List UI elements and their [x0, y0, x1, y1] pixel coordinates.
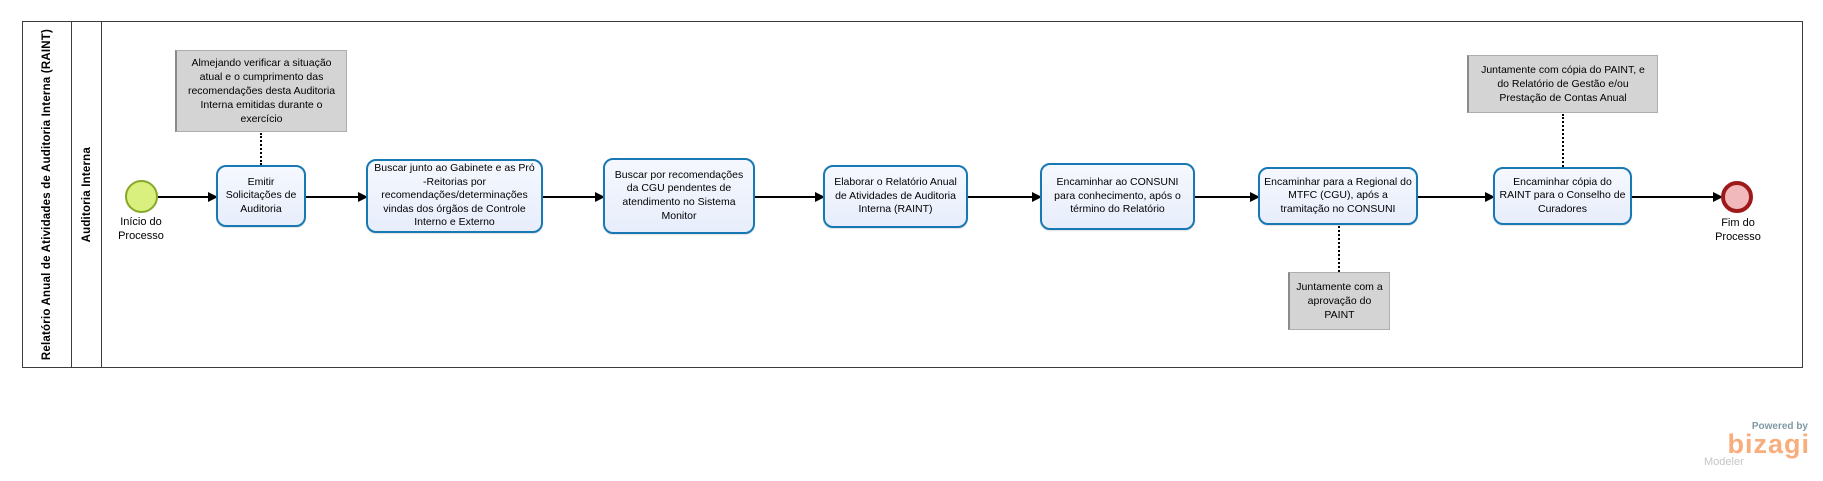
pool-title: Relatório Anual de Atividades de Auditor… — [41, 28, 53, 361]
annotation-text: Juntamente com a aprovação do PAINT — [1296, 280, 1383, 322]
sequence-flow — [543, 192, 605, 202]
powered-by-text: Powered by — [1751, 421, 1808, 432]
arrowhead-icon — [1032, 192, 1042, 202]
arrowhead-icon — [595, 192, 605, 202]
arrowhead-icon — [208, 192, 218, 202]
task-elaborar-raint[interactable]: Elaborar o Relatório Anual de Atividades… — [823, 165, 968, 228]
sequence-flow — [1632, 192, 1723, 202]
task-buscar-cgu[interactable]: Buscar por recomendações da CGU pendente… — [603, 158, 755, 234]
sequence-flow — [1418, 192, 1495, 202]
task-encaminhar-copia-raint[interactable]: Encaminhar cópia do RAINT para o Conselh… — [1493, 167, 1632, 225]
arrowhead-icon — [358, 192, 368, 202]
sequence-flow — [306, 192, 368, 202]
task-label: Buscar junto ao Gabinete e as Pró -Reito… — [374, 161, 535, 229]
end-event-label: Fim do Processo — [1715, 217, 1761, 243]
task-label: Buscar por recomendações da CGU pendente… — [614, 168, 744, 222]
sequence-flow — [968, 192, 1042, 202]
end-event[interactable] — [1721, 181, 1753, 213]
lane-title: Auditoria Interna — [80, 146, 93, 243]
task-label: Encaminhar ao CONSUNI para conhecimento,… — [1054, 176, 1181, 216]
arrowhead-icon — [1713, 192, 1723, 202]
association-line — [1338, 226, 1340, 272]
task-encaminhar-consuni[interactable]: Encaminhar ao CONSUNI para conhecimento,… — [1040, 163, 1195, 230]
bizagi-branding: Powered by bizagi Modeler — [1700, 421, 1810, 468]
task-emitir-solicitacoes[interactable]: Emitir Solicitações de Auditoria — [216, 165, 306, 227]
association-line — [1562, 114, 1564, 167]
task-label: Encaminhar para a Regional do MTFC (CGU)… — [1264, 175, 1412, 215]
start-event-label: Início do Processo — [118, 216, 164, 242]
bizagi-logo: bizagi — [1727, 429, 1810, 459]
sequence-flow — [1195, 192, 1260, 202]
arrowhead-icon — [1485, 192, 1495, 202]
modeler-text: Modeler — [1704, 455, 1744, 468]
association-line — [260, 133, 262, 165]
sequence-flow — [755, 192, 825, 202]
annotation-text: Juntamente com cópia do PAINT, e do Rela… — [1481, 63, 1645, 105]
task-buscar-gabinete[interactable]: Buscar junto ao Gabinete e as Pró -Reito… — [366, 159, 543, 233]
arrowhead-icon — [1250, 192, 1260, 202]
lane-header[interactable]: Auditoria Interna — [72, 22, 102, 367]
annotation-text: Almejando verificar a situação atual e o… — [187, 56, 336, 126]
task-label: Emitir Solicitações de Auditoria — [225, 175, 297, 215]
arrowhead-icon — [815, 192, 825, 202]
annotation-audit-goal[interactable]: Almejando verificar a situação atual e o… — [175, 50, 347, 132]
sequence-flow — [158, 192, 218, 202]
pool-header[interactable]: Relatório Anual de Atividades de Auditor… — [23, 22, 72, 367]
task-label: Encaminhar cópia do RAINT para o Conselh… — [1499, 175, 1626, 215]
task-encaminhar-regional-mtfc[interactable]: Encaminhar para a Regional do MTFC (CGU)… — [1258, 167, 1418, 225]
annotation-paint-approval[interactable]: Juntamente com a aprovação do PAINT — [1288, 272, 1390, 330]
annotation-paint-copy[interactable]: Juntamente com cópia do PAINT, e do Rela… — [1467, 55, 1658, 113]
start-event[interactable] — [125, 180, 158, 213]
task-label: Elaborar o Relatório Anual de Atividades… — [834, 176, 957, 216]
